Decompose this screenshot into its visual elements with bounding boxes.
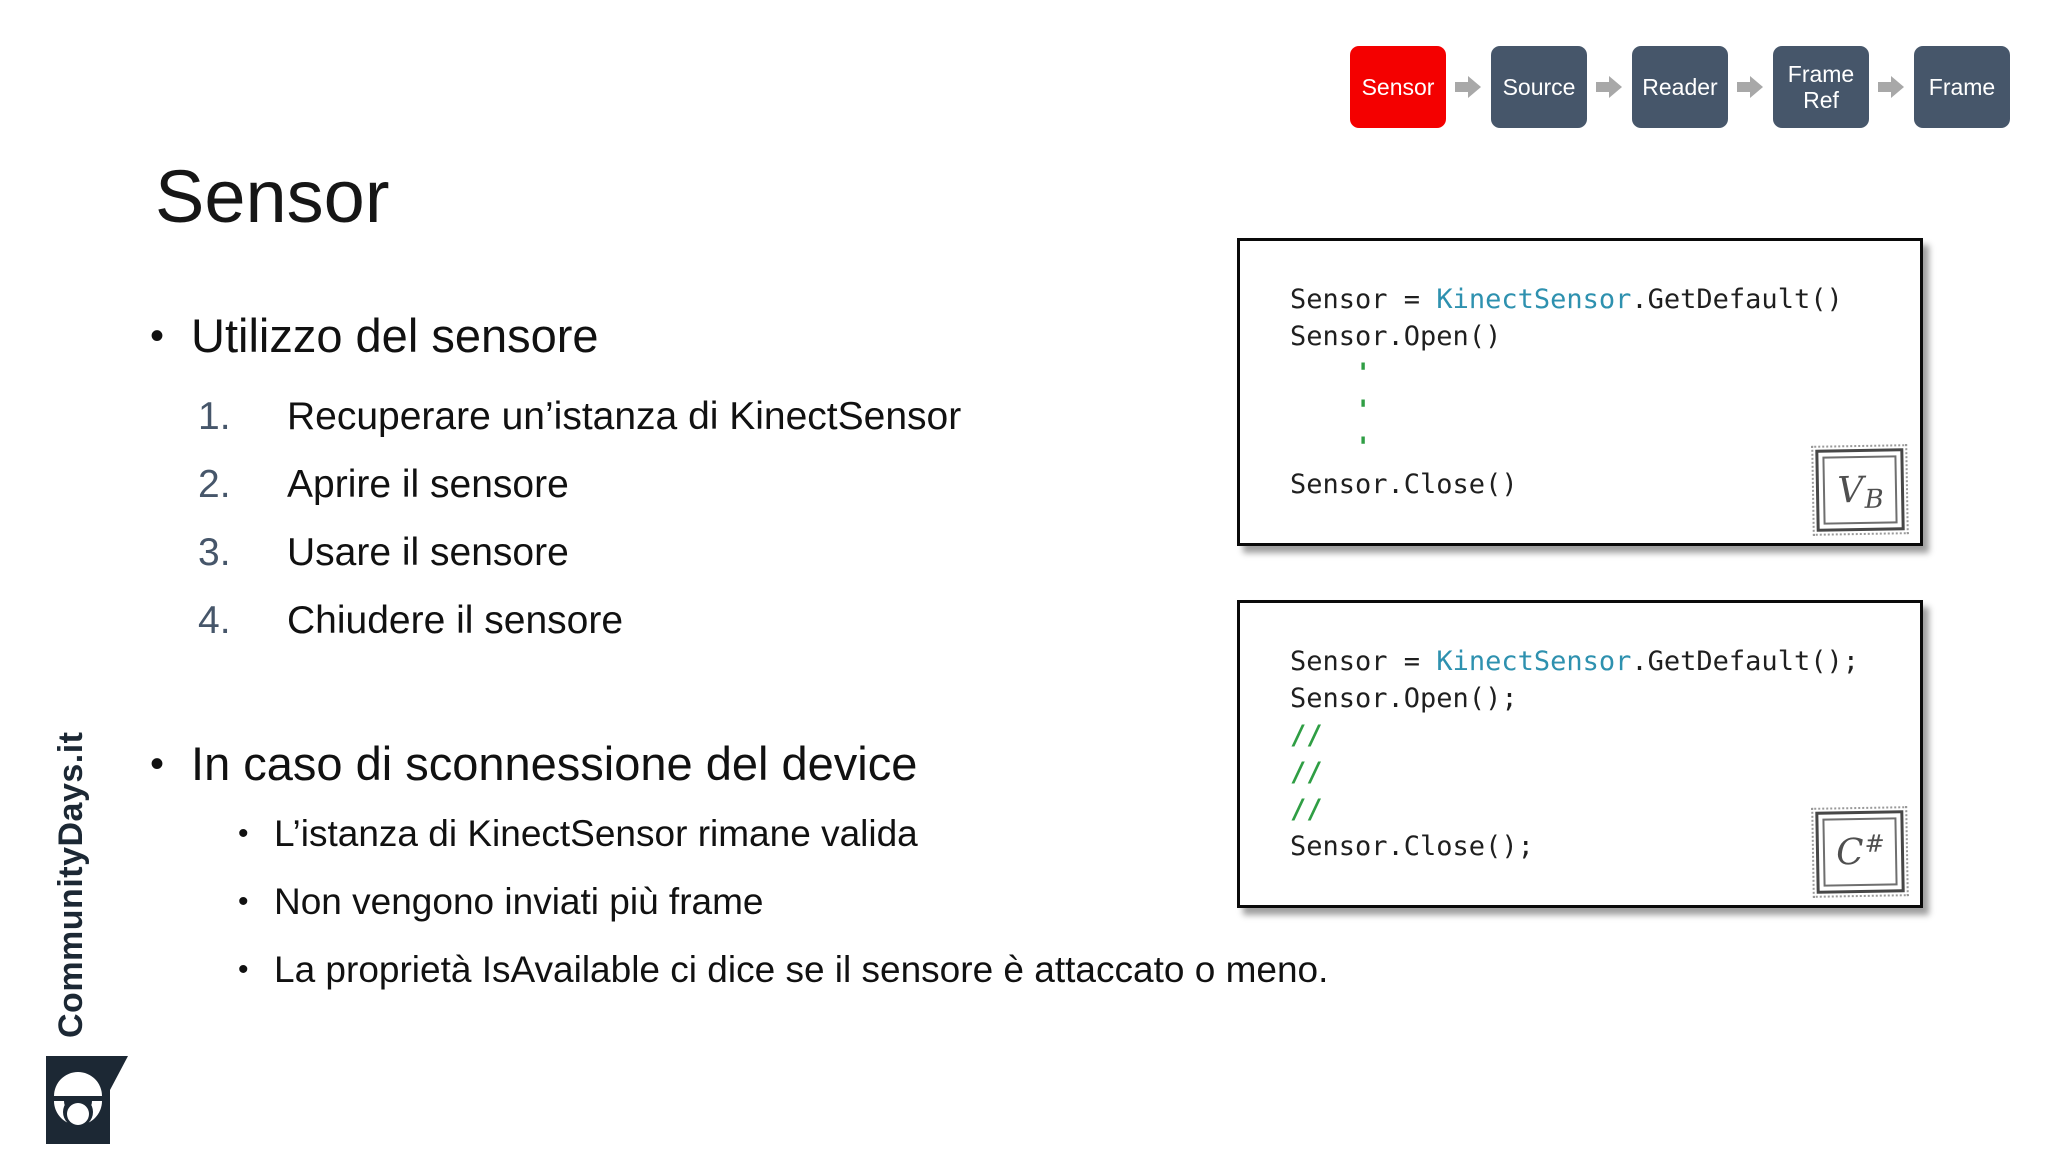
numbered-item: 3. Usare il sensore [150,519,961,587]
code-token: ' [1290,395,1372,426]
code-line: // [1290,791,1920,828]
bullet-icon: • [150,314,165,358]
code-token: // [1290,794,1323,825]
page-title: Sensor [155,154,390,238]
code-line: Sensor.Close(); [1290,828,1920,865]
list-item: • L’istanza di KinectSensor rimane valida [150,800,1328,868]
flow-arrow-icon [1596,75,1623,99]
code-lines-vb: Sensor = KinectSensor.GetDefault()Sensor… [1240,241,1920,503]
bullet-icon: • [238,817,249,850]
code-token: .GetDefault(); [1631,646,1859,677]
code-line: ' [1290,429,1920,466]
code-line: ' [1290,392,1920,429]
flow-box-source: Source [1491,46,1587,128]
heading-text: In caso di sconnessione del device [191,737,918,790]
item-text: La proprietà IsAvailable ci dice se il s… [274,949,1329,990]
code-token: Sensor = [1290,646,1437,677]
code-token: ' [1290,358,1372,389]
badge-letter: C [1835,831,1865,873]
item-number: 1. [198,395,231,438]
item-text: L’istanza di KinectSensor rimane valida [274,813,918,854]
code-line: ' [1290,355,1920,392]
numbered-item: 2. Aprire il sensore [150,451,961,519]
code-token: // [1290,757,1323,788]
code-token: Sensor.Close() [1290,469,1518,500]
code-token: KinectSensor [1436,284,1632,315]
bullet-icon: • [150,742,165,786]
code-token: Sensor.Open() [1290,321,1502,352]
numbered-item: 4. Chiudere il sensore [150,587,961,655]
badge-letter: V [1837,469,1864,511]
pipeline: Sensor Source Reader Frame Ref Frame [1350,46,2010,128]
code-line: Sensor.Open(); [1290,680,1920,717]
heading-text: Utilizzo del sensore [191,309,599,362]
flow-arrow-icon [1737,75,1764,99]
code-line: // [1290,754,1920,791]
code-token: KinectSensor [1436,646,1632,677]
item-text: Recuperare un’istanza di KinectSensor [287,395,962,438]
code-line: // [1290,717,1920,754]
flow-box-sensor: Sensor [1350,46,1446,128]
item-text: Non vengono inviati più frame [274,881,764,922]
numbered-list: 1. Recuperare un’istanza di KinectSensor 2… [150,383,961,655]
bullet-heading-1: • Utilizzo del sensore [150,308,599,363]
code-lines-cs: Sensor = KinectSensor.GetDefault();Senso… [1240,603,1920,865]
code-token: // [1290,720,1323,751]
bullet-icon: • [238,885,249,918]
code-token: Sensor.Open(); [1290,683,1518,714]
code-token: ' [1290,432,1372,463]
list-item: • Non vengono inviati più frame [150,868,1328,936]
item-number: 2. [198,463,231,506]
flow-arrow-icon [1455,75,1482,99]
numbered-item: 1. Recuperare un’istanza di KinectSensor [150,383,961,451]
badge-letter: B [1864,484,1884,515]
flow-box-frame-ref: Frame Ref [1773,46,1869,128]
code-token: Sensor.Close(); [1290,831,1534,862]
code-line: Sensor.Close() [1290,466,1920,503]
cs-badge: C# [1811,806,1909,898]
code-box-vb: Sensor = KinectSensor.GetDefault()Sensor… [1237,238,1923,546]
code-token: Sensor = [1290,284,1437,315]
code-token: .GetDefault() [1631,284,1843,315]
item-text: Chiudere il sensore [287,599,624,642]
bullet-heading-2: • In caso di sconnessione del device [150,736,917,791]
flow-box-frame: Frame [1914,46,2010,128]
list-item: • La proprietà IsAvailable ci dice se il … [150,936,1328,1004]
code-box-cs: Sensor = KinectSensor.GetDefault();Senso… [1237,600,1923,908]
code-line: Sensor = KinectSensor.GetDefault(); [1290,643,1920,680]
communitydays-logo [46,1056,128,1144]
item-number: 4. [198,599,231,642]
code-line: Sensor.Open() [1290,318,1920,355]
item-text: Usare il sensore [287,531,569,574]
badge-letter: # [1864,829,1885,858]
bullet-list: • L’istanza di KinectSensor rimane valida… [150,800,1328,1004]
code-line: Sensor = KinectSensor.GetDefault() [1290,281,1920,318]
bullet-icon: • [238,953,249,986]
item-text: Aprire il sensore [287,463,569,506]
flow-box-reader: Reader [1632,46,1728,128]
brand-vertical-text: CommunityDays.it [52,731,90,1039]
flow-arrow-icon [1878,75,1905,99]
item-number: 3. [198,531,231,574]
